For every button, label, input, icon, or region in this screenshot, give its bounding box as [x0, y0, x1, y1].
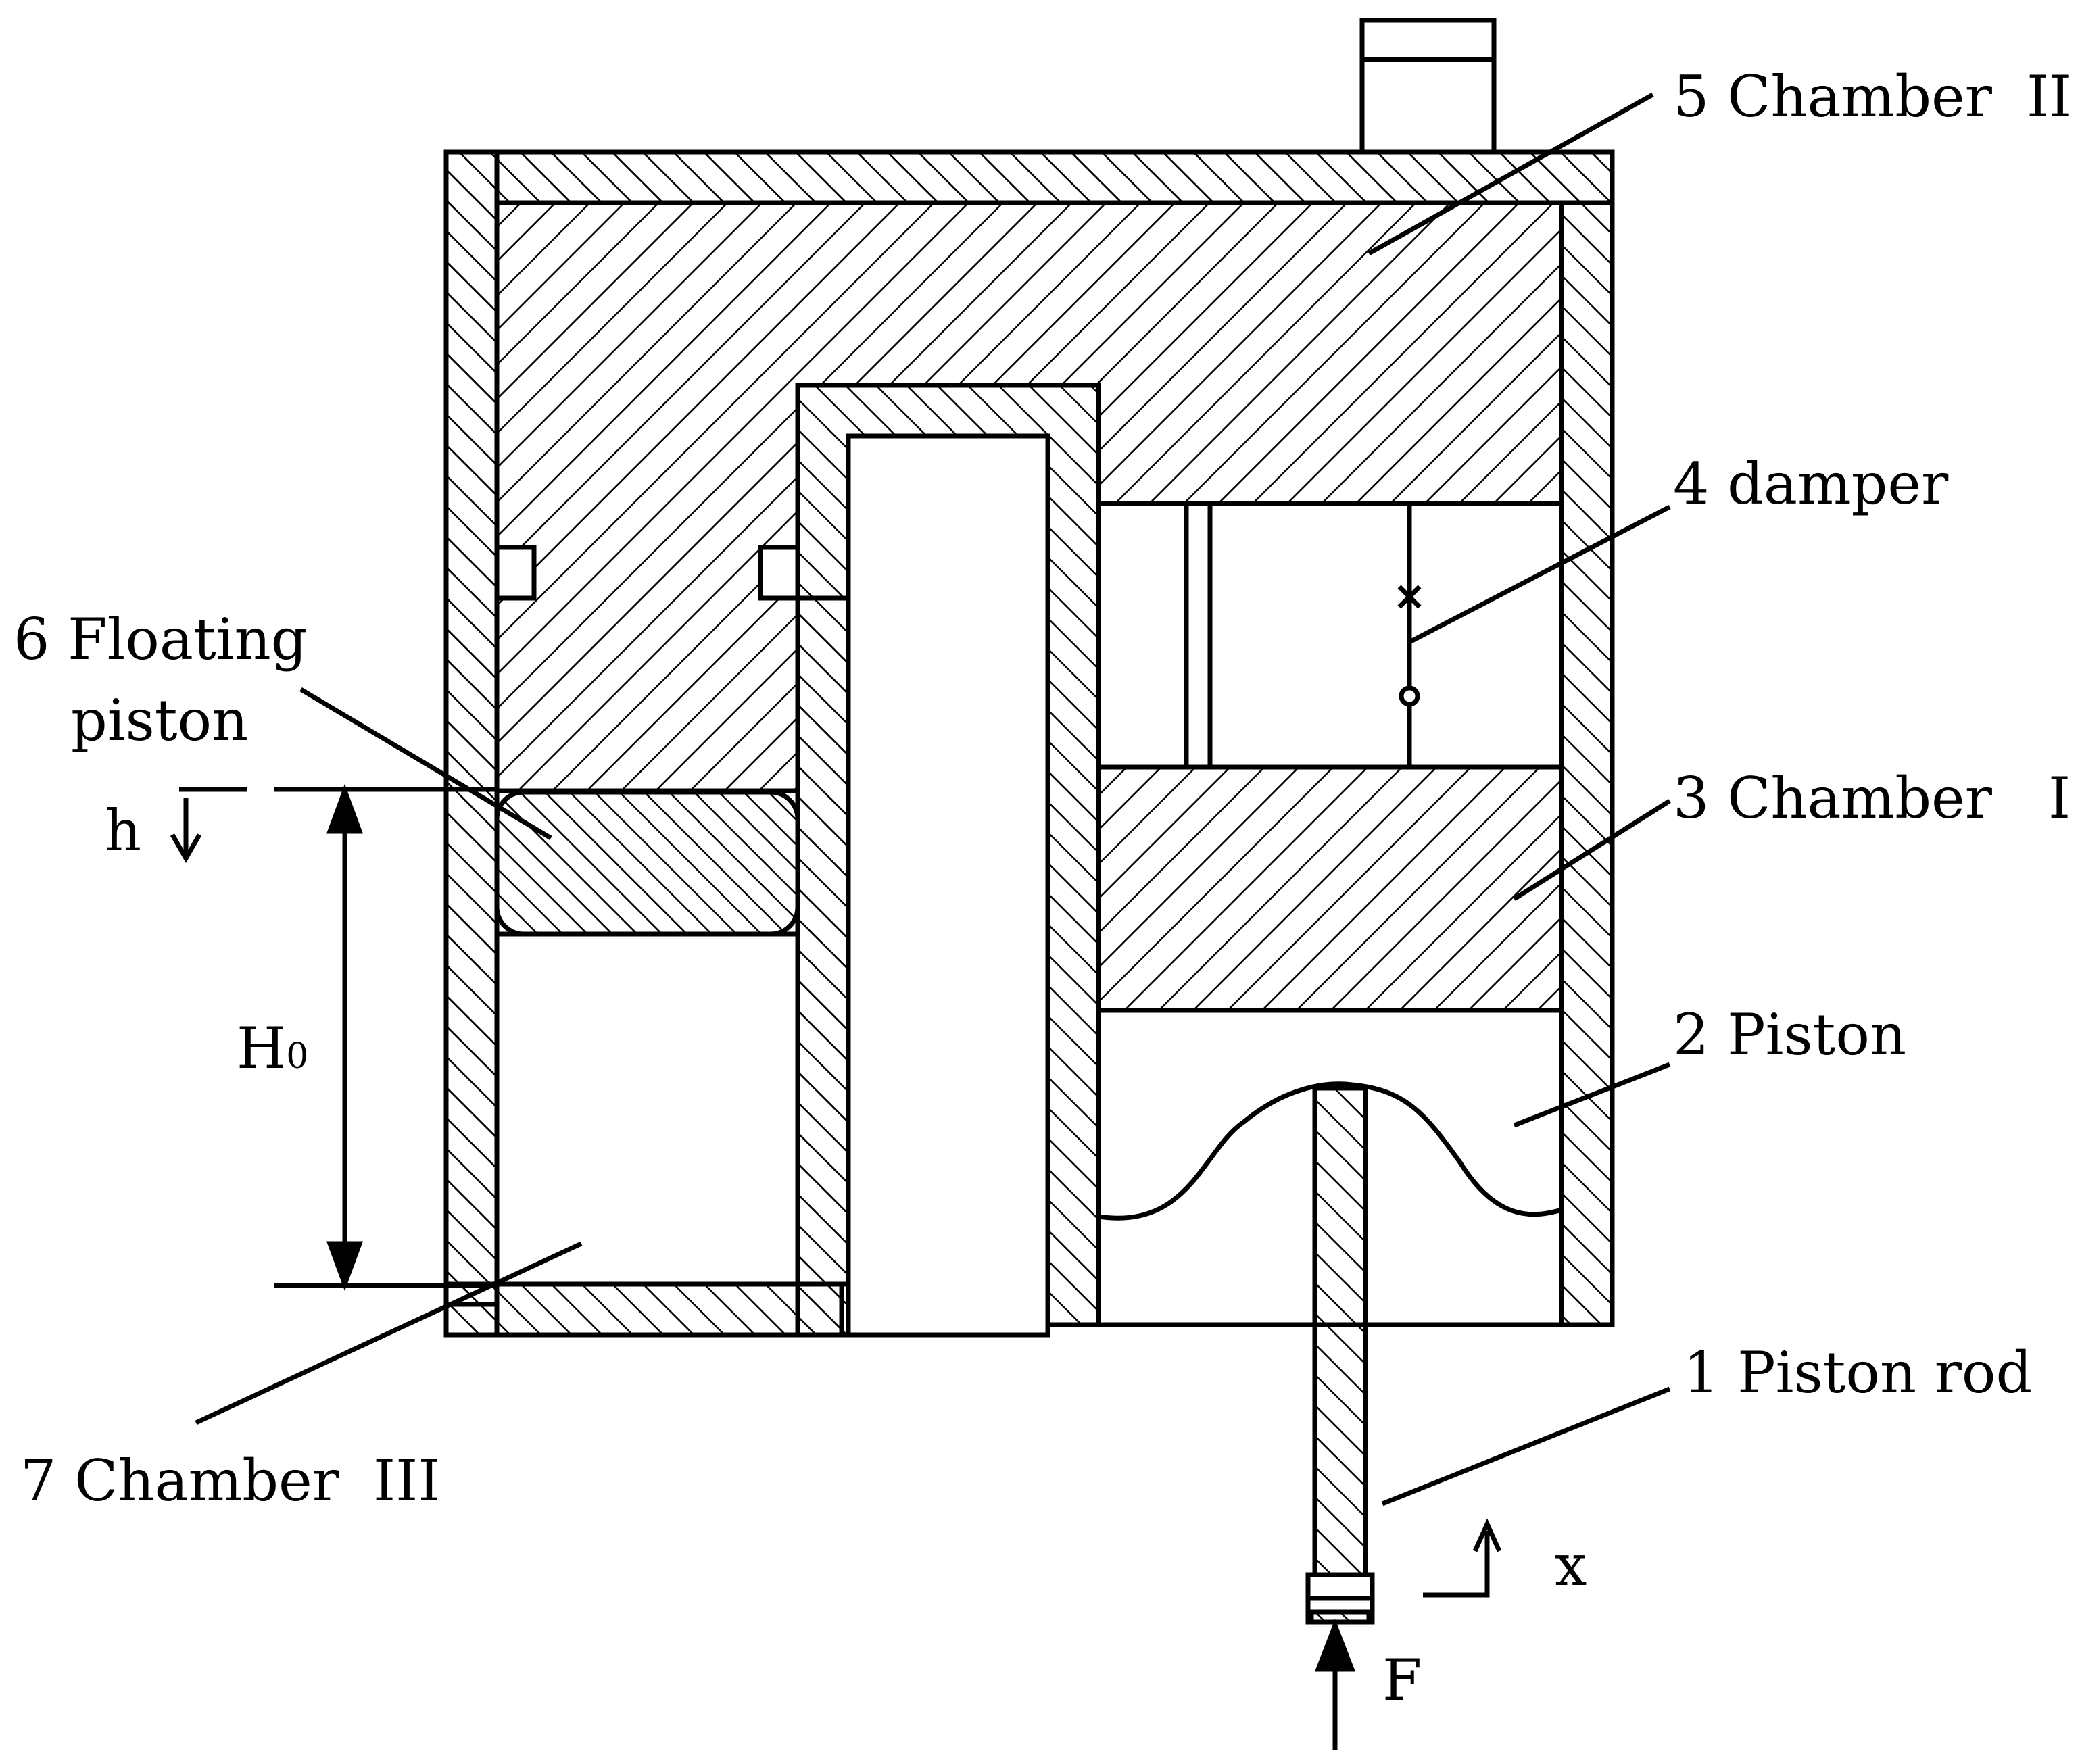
damper-valve-orifice	[1399, 685, 1420, 707]
symbol-f: F	[1382, 1647, 1422, 1713]
height-dimension	[274, 783, 497, 1292]
x-displacement-arrow	[1423, 1518, 1502, 1598]
top-valve-cap	[1359, 18, 1497, 155]
svg-text:III: III	[373, 1448, 441, 1514]
svg-text:I: I	[2048, 765, 2071, 831]
housing-right-wall	[1559, 200, 1615, 1327]
svg-text:II: II	[2027, 64, 2071, 130]
label-floating-piston: 6 Floating piston	[14, 606, 307, 754]
force-arrow	[1314, 1619, 1356, 1750]
left-notch	[494, 545, 537, 601]
leader-piston-rod	[1381, 1386, 1671, 1506]
leader-chamber-ii	[1368, 92, 1654, 256]
housing-left-bottom-wall	[443, 1281, 844, 1338]
leader-floating-piston	[299, 687, 552, 841]
piston-rod-shaft	[1312, 1085, 1368, 1577]
h-indicator	[170, 787, 247, 864]
svg-text:piston: piston	[71, 687, 248, 754]
label-chamber-iii: 7 Chamber III	[20, 1448, 441, 1514]
symbol-h: h	[105, 798, 141, 864]
outer-housing	[443, 149, 1615, 1338]
piston-bellows-profile	[1098, 1081, 1563, 1221]
svg-text:3 Chamber: 3 Chamber	[1673, 765, 1993, 831]
label-damper: 4 damper	[1673, 451, 1949, 517]
leader-damper	[1408, 504, 1671, 645]
leader-chamber-iii	[195, 1241, 583, 1425]
svg-text:7 Chamber: 7 Chamber	[20, 1448, 340, 1514]
svg-text:6 Floating: 6 Floating	[14, 606, 307, 672]
symbol-x: x	[1555, 1532, 1587, 1598]
svg-text:4 damper: 4 damper	[1673, 451, 1949, 517]
symbol-h0: H0	[237, 1015, 308, 1081]
damper-region	[1096, 501, 1564, 770]
label-chamber-i: 3 Chamber I	[1673, 765, 2071, 831]
housing-top-bar	[494, 149, 1615, 205]
right-notch	[758, 545, 800, 601]
chamber-i-region	[1096, 764, 1564, 1013]
svg-text:H0: H0	[237, 1015, 308, 1081]
floating-piston-body	[494, 789, 800, 937]
chamber-iii-region	[494, 931, 800, 1287]
leader-chamber-i	[1513, 799, 1671, 901]
label-piston-rod: 1 Piston rod	[1683, 1340, 2032, 1406]
svg-text:5 Chamber: 5 Chamber	[1673, 64, 1993, 130]
damper-valve-cross	[1397, 585, 1422, 609]
svg-text:1 Piston rod: 1 Piston rod	[1683, 1340, 2032, 1406]
left-cylinder-inner-wall	[795, 595, 851, 1287]
label-chamber-ii: 5 Chamber II	[1673, 64, 2071, 130]
svg-text:2 Piston: 2 Piston	[1673, 1002, 1906, 1068]
label-piston: 2 Piston	[1673, 1002, 1906, 1068]
leader-piston	[1513, 1062, 1671, 1128]
